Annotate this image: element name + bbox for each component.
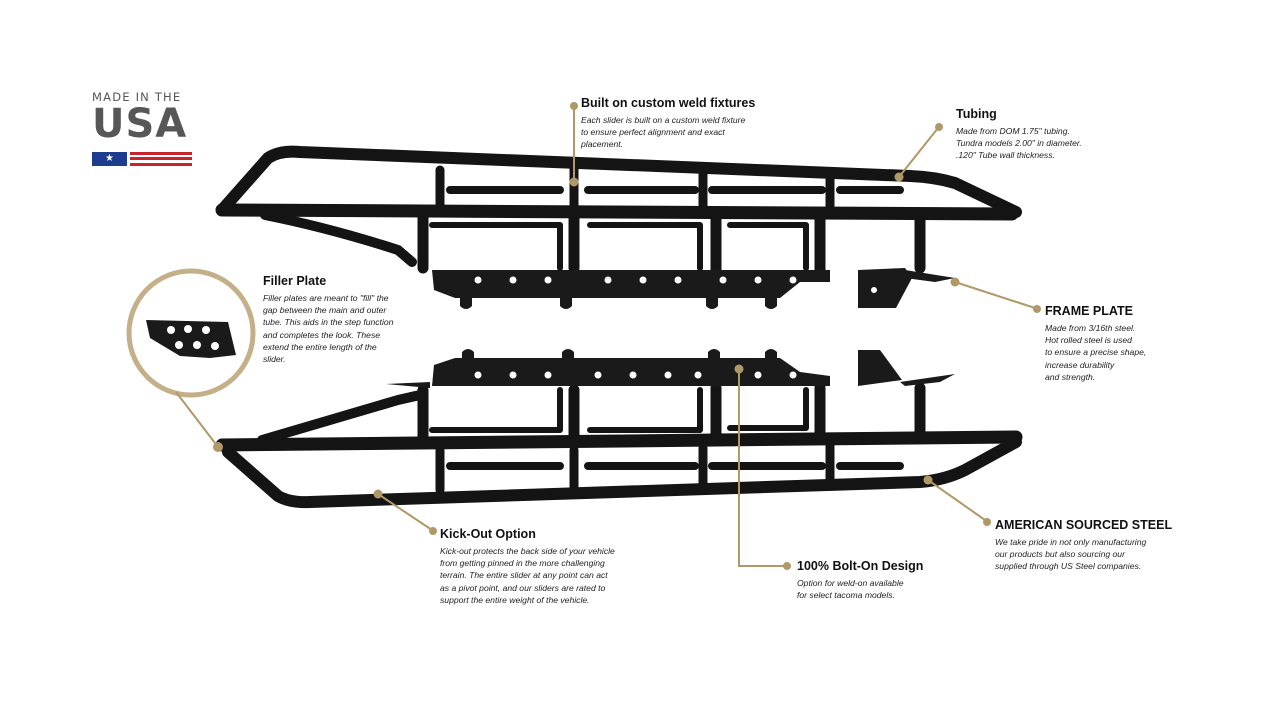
callout-weld-fixtures: Built on custom weld fixtures Each slide… bbox=[581, 96, 781, 151]
made-in-usa-logo: MADE IN THE USA ★ bbox=[92, 90, 192, 166]
filler-plate-magnifier bbox=[126, 268, 256, 398]
callout-title: Kick-Out Option bbox=[440, 527, 536, 541]
upper-slider bbox=[215, 145, 1022, 276]
callout-description: Each slider is built on a custom weld fi… bbox=[581, 115, 746, 150]
callout-filler-plate: Filler Plate Filler plates are meant to … bbox=[263, 274, 423, 365]
callout-description: We take pride in not only manufacturing … bbox=[995, 537, 1147, 572]
callout-american-steel: AMERICAN SOURCED STEEL We take pride in … bbox=[995, 518, 1185, 573]
callout-description: Option for weld-on available for select … bbox=[797, 578, 904, 601]
callout-leaders bbox=[175, 102, 1041, 570]
callout-title: Filler Plate bbox=[263, 274, 327, 288]
callout-title: 100% Bolt-On Design bbox=[797, 559, 924, 573]
callout-bolt-on: 100% Bolt-On Design Option for weld-on a… bbox=[797, 559, 947, 601]
callout-description: Made from DOM 1.75" tubing. Tundra model… bbox=[956, 126, 1082, 161]
upper-frame-plate bbox=[432, 268, 955, 309]
callout-title: AMERICAN SOURCED STEEL bbox=[995, 518, 1173, 532]
logo-tagline: MADE IN THE bbox=[92, 90, 182, 104]
star-icon: ★ bbox=[92, 152, 127, 166]
callout-description: Kick-out protects the back side of your … bbox=[440, 546, 615, 605]
callout-title: FRAME PLATE bbox=[1045, 304, 1133, 318]
logo-usa: USA bbox=[92, 101, 188, 147]
callout-title: Tubing bbox=[956, 107, 997, 121]
callout-description: Made from 3/16th steel. Hot rolled steel… bbox=[1045, 323, 1147, 382]
callout-title: Built on custom weld fixtures bbox=[581, 96, 756, 110]
callout-tubing: Tubing Made from DOM 1.75" tubing. Tundr… bbox=[956, 107, 1116, 162]
lower-slider bbox=[215, 382, 1023, 509]
callout-frame-plate: FRAME PLATE Made from 3/16th steel. Hot … bbox=[1045, 304, 1185, 383]
us-flag-icon: ★ bbox=[92, 152, 192, 166]
lower-frame-plate bbox=[386, 349, 955, 388]
callout-kick-out: Kick-Out Option Kick-out protects the ba… bbox=[440, 527, 660, 606]
callout-description: Filler plates are meant to "fill" the ga… bbox=[263, 293, 394, 365]
